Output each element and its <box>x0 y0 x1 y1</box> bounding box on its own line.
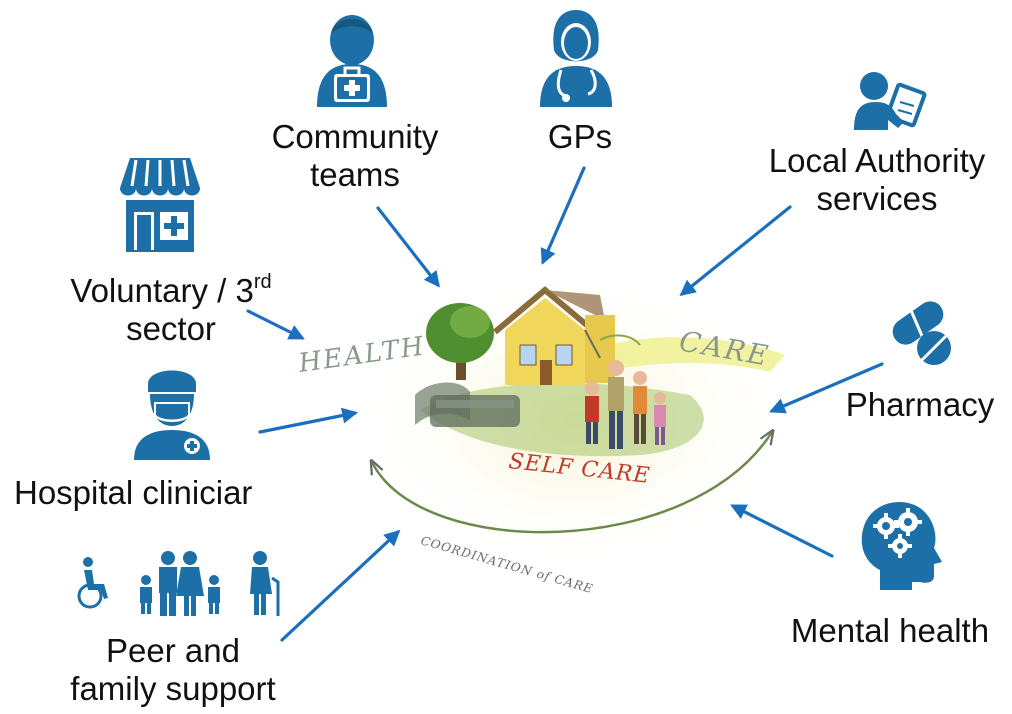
node-voluntary-label: Voluntary / 3rd sector <box>46 272 296 348</box>
pharmacy-line1: Pharmacy <box>845 386 995 423</box>
arrow-community <box>376 206 440 288</box>
peer-family-line2: family support <box>70 670 276 707</box>
arrow-gps <box>540 166 586 265</box>
mental-health-line1: Mental health <box>790 612 990 649</box>
local-authority-line1: Local Authority <box>768 142 986 179</box>
node-local-authority-label: Local Authority services <box>752 142 1002 218</box>
arrow-mental-health <box>730 504 834 558</box>
head-with-gears-icon <box>861 502 942 590</box>
node-community-label: Community teams <box>255 118 455 194</box>
shop-with-cross-icon <box>120 158 200 252</box>
arrows <box>246 166 884 642</box>
gps-line1: GPs <box>547 118 613 155</box>
pills-icon <box>892 301 951 365</box>
node-gps-label: GPs <box>520 118 640 156</box>
arrow-local-authority <box>679 205 792 297</box>
node-mental-health-label: Mental health <box>774 612 1006 650</box>
hospital-line1: Hospital cliniciar <box>14 474 253 511</box>
doctor-with-medical-bag-icon <box>317 15 387 107</box>
node-hospital-label: Hospital cliniciar <box>14 474 304 512</box>
female-doctor-stethoscope-icon <box>540 10 612 107</box>
voluntary-line1-text: Voluntary / 3 <box>70 272 254 309</box>
node-pharmacy-label: Pharmacy <box>830 386 1010 424</box>
family-group-icon <box>77 551 280 616</box>
voluntary-line2: sector <box>126 310 216 347</box>
community-line2: teams <box>310 156 400 193</box>
arrow-voluntary <box>246 309 305 340</box>
voluntary-line1: Voluntary / 3rd <box>46 272 296 310</box>
surgeon-icon <box>134 370 210 460</box>
arrow-peer-family <box>280 529 401 642</box>
arrow-hospital <box>258 407 359 434</box>
person-with-clipboard-icon <box>854 72 927 130</box>
voluntary-superscript: rd <box>253 271 272 293</box>
node-peer-family-label: Peer and family support <box>48 632 298 708</box>
local-authority-line2: services <box>816 180 938 217</box>
central-illustration <box>355 270 795 570</box>
peer-family-line1: Peer and <box>106 632 240 669</box>
community-line1: Community <box>271 118 439 155</box>
arrow-pharmacy <box>769 362 884 414</box>
